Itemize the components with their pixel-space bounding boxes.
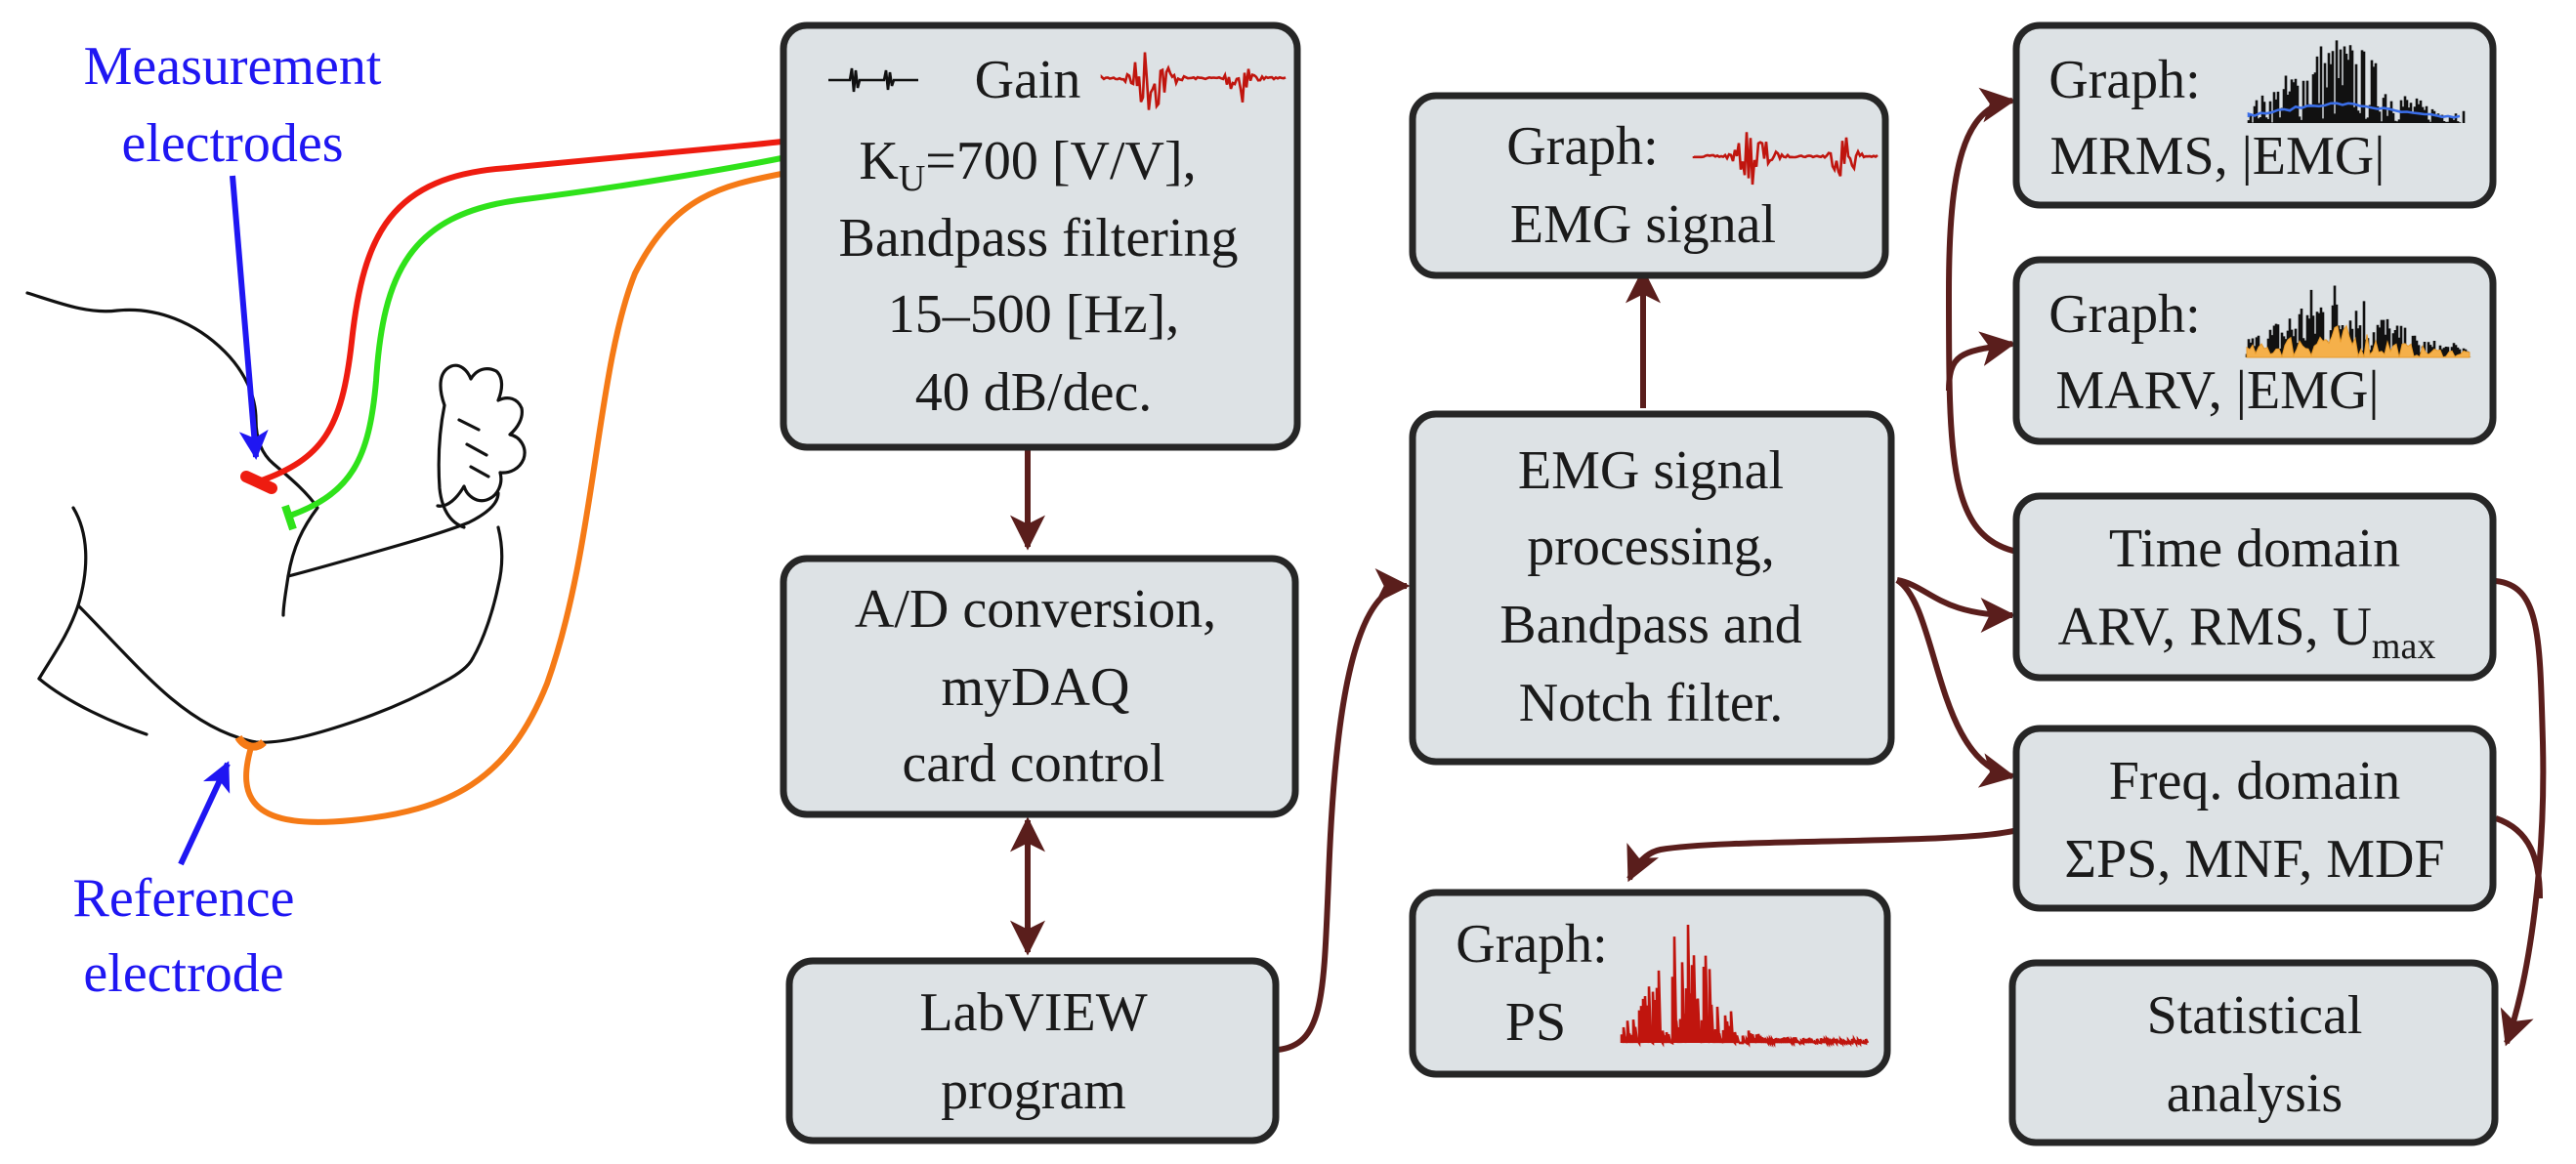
svg-text:PS: PS bbox=[1505, 992, 1566, 1053]
svg-text:A/D conversion,: A/D conversion, bbox=[855, 579, 1216, 640]
svg-text:Freq. domain: Freq. domain bbox=[2109, 751, 2401, 811]
svg-text:15–500 [Hz],: 15–500 [Hz], bbox=[888, 284, 1180, 345]
svg-text:electrode: electrode bbox=[83, 943, 283, 1004]
svg-text:MRMS, |EMG|: MRMS, |EMG| bbox=[2050, 126, 2386, 187]
svg-text:MARV, |EMG|: MARV, |EMG| bbox=[2055, 360, 2379, 421]
svg-text:electrodes: electrodes bbox=[122, 113, 344, 174]
electrode-measurement-green bbox=[281, 504, 297, 531]
svg-text:processing,: processing, bbox=[1527, 517, 1775, 577]
svg-text:Graph:: Graph: bbox=[2048, 50, 2201, 110]
arrow-time-to-mrms bbox=[1945, 87, 2018, 555]
svg-text:Statistical: Statistical bbox=[2147, 985, 2363, 1046]
svg-text:Graph:: Graph: bbox=[2048, 284, 2201, 345]
electrode-wires bbox=[234, 139, 782, 825]
emg-burst-icon bbox=[1692, 132, 1879, 186]
arm-illustration bbox=[25, 291, 527, 744]
rectified-emg-icon bbox=[2247, 40, 2466, 123]
svg-text:analysis: analysis bbox=[2167, 1063, 2343, 1124]
emg-burst-icon bbox=[828, 67, 918, 93]
graph-mrms-node: Graph: MRMS, |EMG| bbox=[2012, 21, 2497, 209]
svg-text:LabVIEW: LabVIEW bbox=[919, 982, 1147, 1043]
svg-text:40 dB/dec.: 40 dB/dec. bbox=[915, 362, 1153, 423]
svg-text:Graph:: Graph: bbox=[1456, 914, 1608, 975]
arrow-time-to-marv bbox=[1946, 331, 2016, 392]
graph-marv-node: Graph: MARV, |EMG| bbox=[2012, 256, 2497, 445]
graph-emg-node: Graph: EMG signal bbox=[1409, 92, 1889, 279]
svg-text:Reference: Reference bbox=[73, 868, 295, 929]
adc-node: A/D conversion, myDAQ card control bbox=[780, 555, 1299, 818]
svg-text:KU=700 [V/V],: KU=700 [V/V], bbox=[859, 131, 1196, 199]
svg-text:EMG signal: EMG signal bbox=[1518, 440, 1784, 501]
arrow-labview-to-processing bbox=[1277, 568, 1411, 1053]
svg-text:Graph:: Graph: bbox=[1506, 116, 1659, 177]
power-spectrum-icon bbox=[1620, 924, 1870, 1049]
freq-domain-node: Freq. domain ΣPS, MNF, MDF bbox=[2012, 725, 2497, 912]
svg-text:Notch filter.: Notch filter. bbox=[1519, 673, 1784, 733]
svg-text:Gain: Gain bbox=[975, 50, 1081, 110]
arrow-freq-to-ps bbox=[1626, 827, 2018, 883]
svg-text:ARV, RMS, Umax: ARV, RMS, Umax bbox=[2058, 597, 2436, 667]
arrow-time-to-stats bbox=[2495, 578, 2547, 1047]
graph-ps-node: Graph: PS bbox=[1409, 889, 1891, 1078]
svg-text:Bandpass and: Bandpass and bbox=[1499, 595, 1802, 655]
arrow-processing-to-time bbox=[1896, 577, 2016, 633]
svg-text:program: program bbox=[941, 1060, 1126, 1121]
electrode-reference-orange bbox=[234, 734, 267, 751]
rectified-emg-icon bbox=[2245, 285, 2471, 358]
svg-text:card control: card control bbox=[903, 733, 1165, 794]
statistical-analysis-node: Statistical analysis bbox=[2008, 959, 2499, 1146]
wire-red bbox=[257, 139, 782, 484]
svg-text:EMG signal: EMG signal bbox=[1510, 194, 1776, 255]
svg-text:Bandpass filtering: Bandpass filtering bbox=[838, 208, 1238, 269]
svg-text:Time domain: Time domain bbox=[2109, 519, 2400, 579]
emg-burst-icon bbox=[1100, 52, 1287, 110]
processing-node: EMG signal processing, Bandpass and Notc… bbox=[1409, 410, 1895, 766]
time-domain-node: Time domain ARV, RMS, Umax bbox=[2012, 492, 2497, 682]
reference-electrode-label: Reference electrode bbox=[73, 761, 295, 1004]
wire-green bbox=[288, 155, 782, 519]
wire-orange bbox=[243, 171, 782, 825]
measurement-electrodes-label: Measurement electrodes bbox=[84, 36, 382, 460]
arrow-freq-to-stats bbox=[2494, 815, 2543, 899]
flow-arrows bbox=[1010, 87, 2547, 1053]
electrode-measurement-red bbox=[240, 471, 277, 494]
svg-text:Measurement: Measurement bbox=[84, 36, 382, 97]
svg-text:ΣPS, MNF, MDF: ΣPS, MNF, MDF bbox=[2064, 829, 2444, 890]
labview-node: LabVIEW program bbox=[785, 957, 1280, 1144]
arrow-processing-to-freq bbox=[1895, 577, 2016, 788]
svg-text:myDAQ: myDAQ bbox=[942, 657, 1130, 718]
amplifier-node: Gain KU=700 [V/V], Bandpass filtering 15… bbox=[780, 21, 1301, 451]
